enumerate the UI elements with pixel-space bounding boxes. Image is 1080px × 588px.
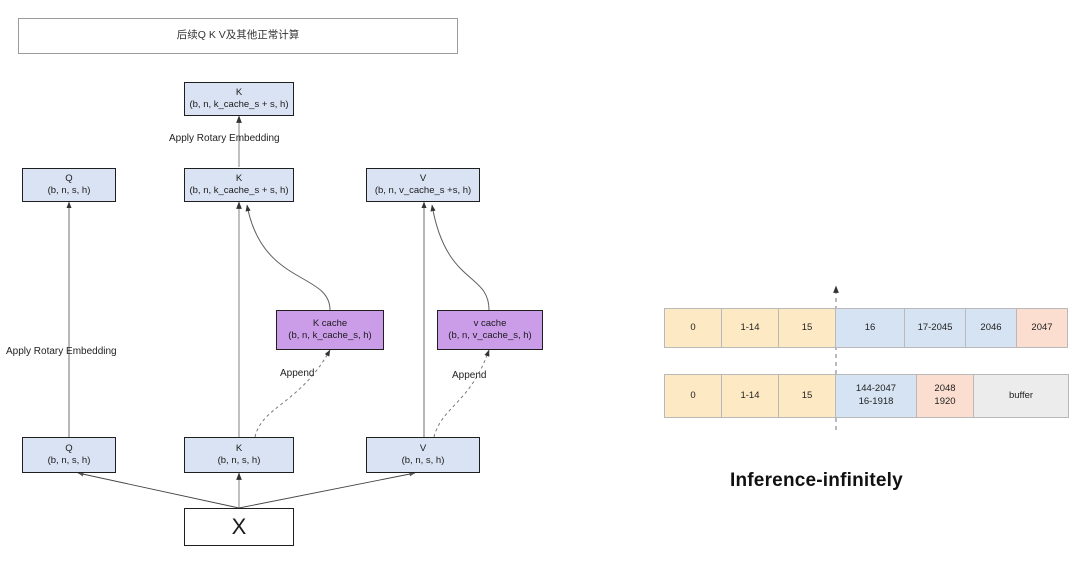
inference-cell[interactable]: 1-14 <box>721 308 779 348</box>
edge-x-to-qbot <box>77 471 240 509</box>
edge-kbot-to-kcache-append <box>254 349 331 438</box>
node-k-mid-line1: K <box>235 173 243 185</box>
inference-cell-line: 0 <box>690 389 696 401</box>
inference-cell-line: 17-2045 <box>917 321 953 333</box>
header-box-label: 后续Q K V及其他正常计算 <box>176 29 300 42</box>
node-k-cache[interactable]: K cache (b, n, k_cache_s, h) <box>276 310 384 350</box>
inference-cell[interactable]: 1-14 <box>721 374 779 418</box>
inference-cell-line: 0 <box>690 321 696 333</box>
node-k-mid-line2: (b, n, k_cache_s + s, h) <box>189 185 289 196</box>
inference-cell-line: 1-14 <box>740 321 760 333</box>
node-v-cache-line1: v cache <box>473 318 507 330</box>
inference-cell-line: 2047 <box>1031 321 1053 333</box>
inference-cell-line: 15 <box>801 389 813 401</box>
edge-kcache-to-kmid <box>245 204 331 311</box>
node-v-bot[interactable]: V (b, n, s, h) <box>366 437 480 473</box>
node-v-cache-line2: (b, n, v_cache_s, h) <box>448 330 532 341</box>
label-apply-rotary-embedding-left: Apply Rotary Embedding <box>6 346 117 357</box>
node-q-mid-line2: (b, n, s, h) <box>47 185 91 196</box>
node-k-top[interactable]: K (b, n, k_cache_s + s, h) <box>184 82 294 116</box>
inference-cell[interactable]: 0 <box>664 374 722 418</box>
inference-cell-line: 2048 <box>934 383 956 395</box>
node-v-mid-line1: V <box>419 173 427 185</box>
node-q-mid-line1: Q <box>65 173 73 185</box>
inference-cell-line: 1920 <box>934 396 956 407</box>
node-k-cache-line1: K cache <box>312 318 348 330</box>
edge-x-to-vbot <box>238 471 416 509</box>
node-k-bot-line2: (b, n, s, h) <box>217 455 261 466</box>
inference-cell[interactable]: buffer <box>973 374 1069 418</box>
node-x-label: X <box>231 514 247 540</box>
inference-row-top: 0 1-14 15 16 17-2045 2046 2047 <box>664 308 1068 348</box>
node-k-mid[interactable]: K (b, n, k_cache_s + s, h) <box>184 168 294 202</box>
node-v-bot-line1: V <box>419 443 427 455</box>
inference-cell[interactable]: 15 <box>778 374 836 418</box>
inference-cell-line: 1-14 <box>740 389 760 401</box>
node-k-bot-line1: K <box>235 443 243 455</box>
node-q-bot-line2: (b, n, s, h) <box>47 455 91 466</box>
node-v-mid-line2: (b, n, v_cache_s +s, h) <box>374 185 472 196</box>
inference-cell[interactable]: 0 <box>664 308 722 348</box>
inference-cell[interactable]: 16 <box>835 308 905 348</box>
node-q-bot-line1: Q <box>65 443 73 455</box>
node-k-cache-line2: (b, n, k_cache_s, h) <box>288 330 372 341</box>
inference-caption: Inference-infinitely <box>730 470 903 491</box>
inference-cell-line: 2046 <box>980 321 1002 333</box>
node-v-bot-line2: (b, n, s, h) <box>401 455 445 466</box>
header-box: 后续Q K V及其他正常计算 <box>18 18 458 54</box>
inference-cell[interactable]: 2046 <box>965 308 1017 348</box>
inference-cell[interactable]: 17-2045 <box>904 308 966 348</box>
node-q-bot[interactable]: Q (b, n, s, h) <box>22 437 116 473</box>
inference-cell-line: buffer <box>1008 389 1034 401</box>
node-v-mid[interactable]: V (b, n, v_cache_s +s, h) <box>366 168 480 202</box>
node-x[interactable]: X <box>184 508 294 546</box>
inference-cell-line: 16-1918 <box>858 396 894 407</box>
node-k-top-line1: K <box>235 87 243 99</box>
inference-cell-line: 16 <box>864 321 876 333</box>
inference-cell-line: 15 <box>801 321 813 333</box>
label-append-k: Append <box>280 368 315 379</box>
inference-cell-line: 144-2047 <box>855 383 897 395</box>
edge-vcache-to-vmid <box>430 204 490 311</box>
label-append-v: Append <box>452 370 487 381</box>
node-k-bot[interactable]: K (b, n, s, h) <box>184 437 294 473</box>
node-v-cache[interactable]: v cache (b, n, v_cache_s, h) <box>437 310 543 350</box>
edge-vbot-to-vcache-append <box>433 349 490 438</box>
label-apply-rotary-embedding-top: Apply Rotary Embedding <box>169 133 280 144</box>
node-q-mid[interactable]: Q (b, n, s, h) <box>22 168 116 202</box>
inference-cell[interactable]: 15 <box>778 308 836 348</box>
inference-cell[interactable]: 2047 <box>1016 308 1068 348</box>
node-k-top-line2: (b, n, k_cache_s + s, h) <box>189 99 289 110</box>
